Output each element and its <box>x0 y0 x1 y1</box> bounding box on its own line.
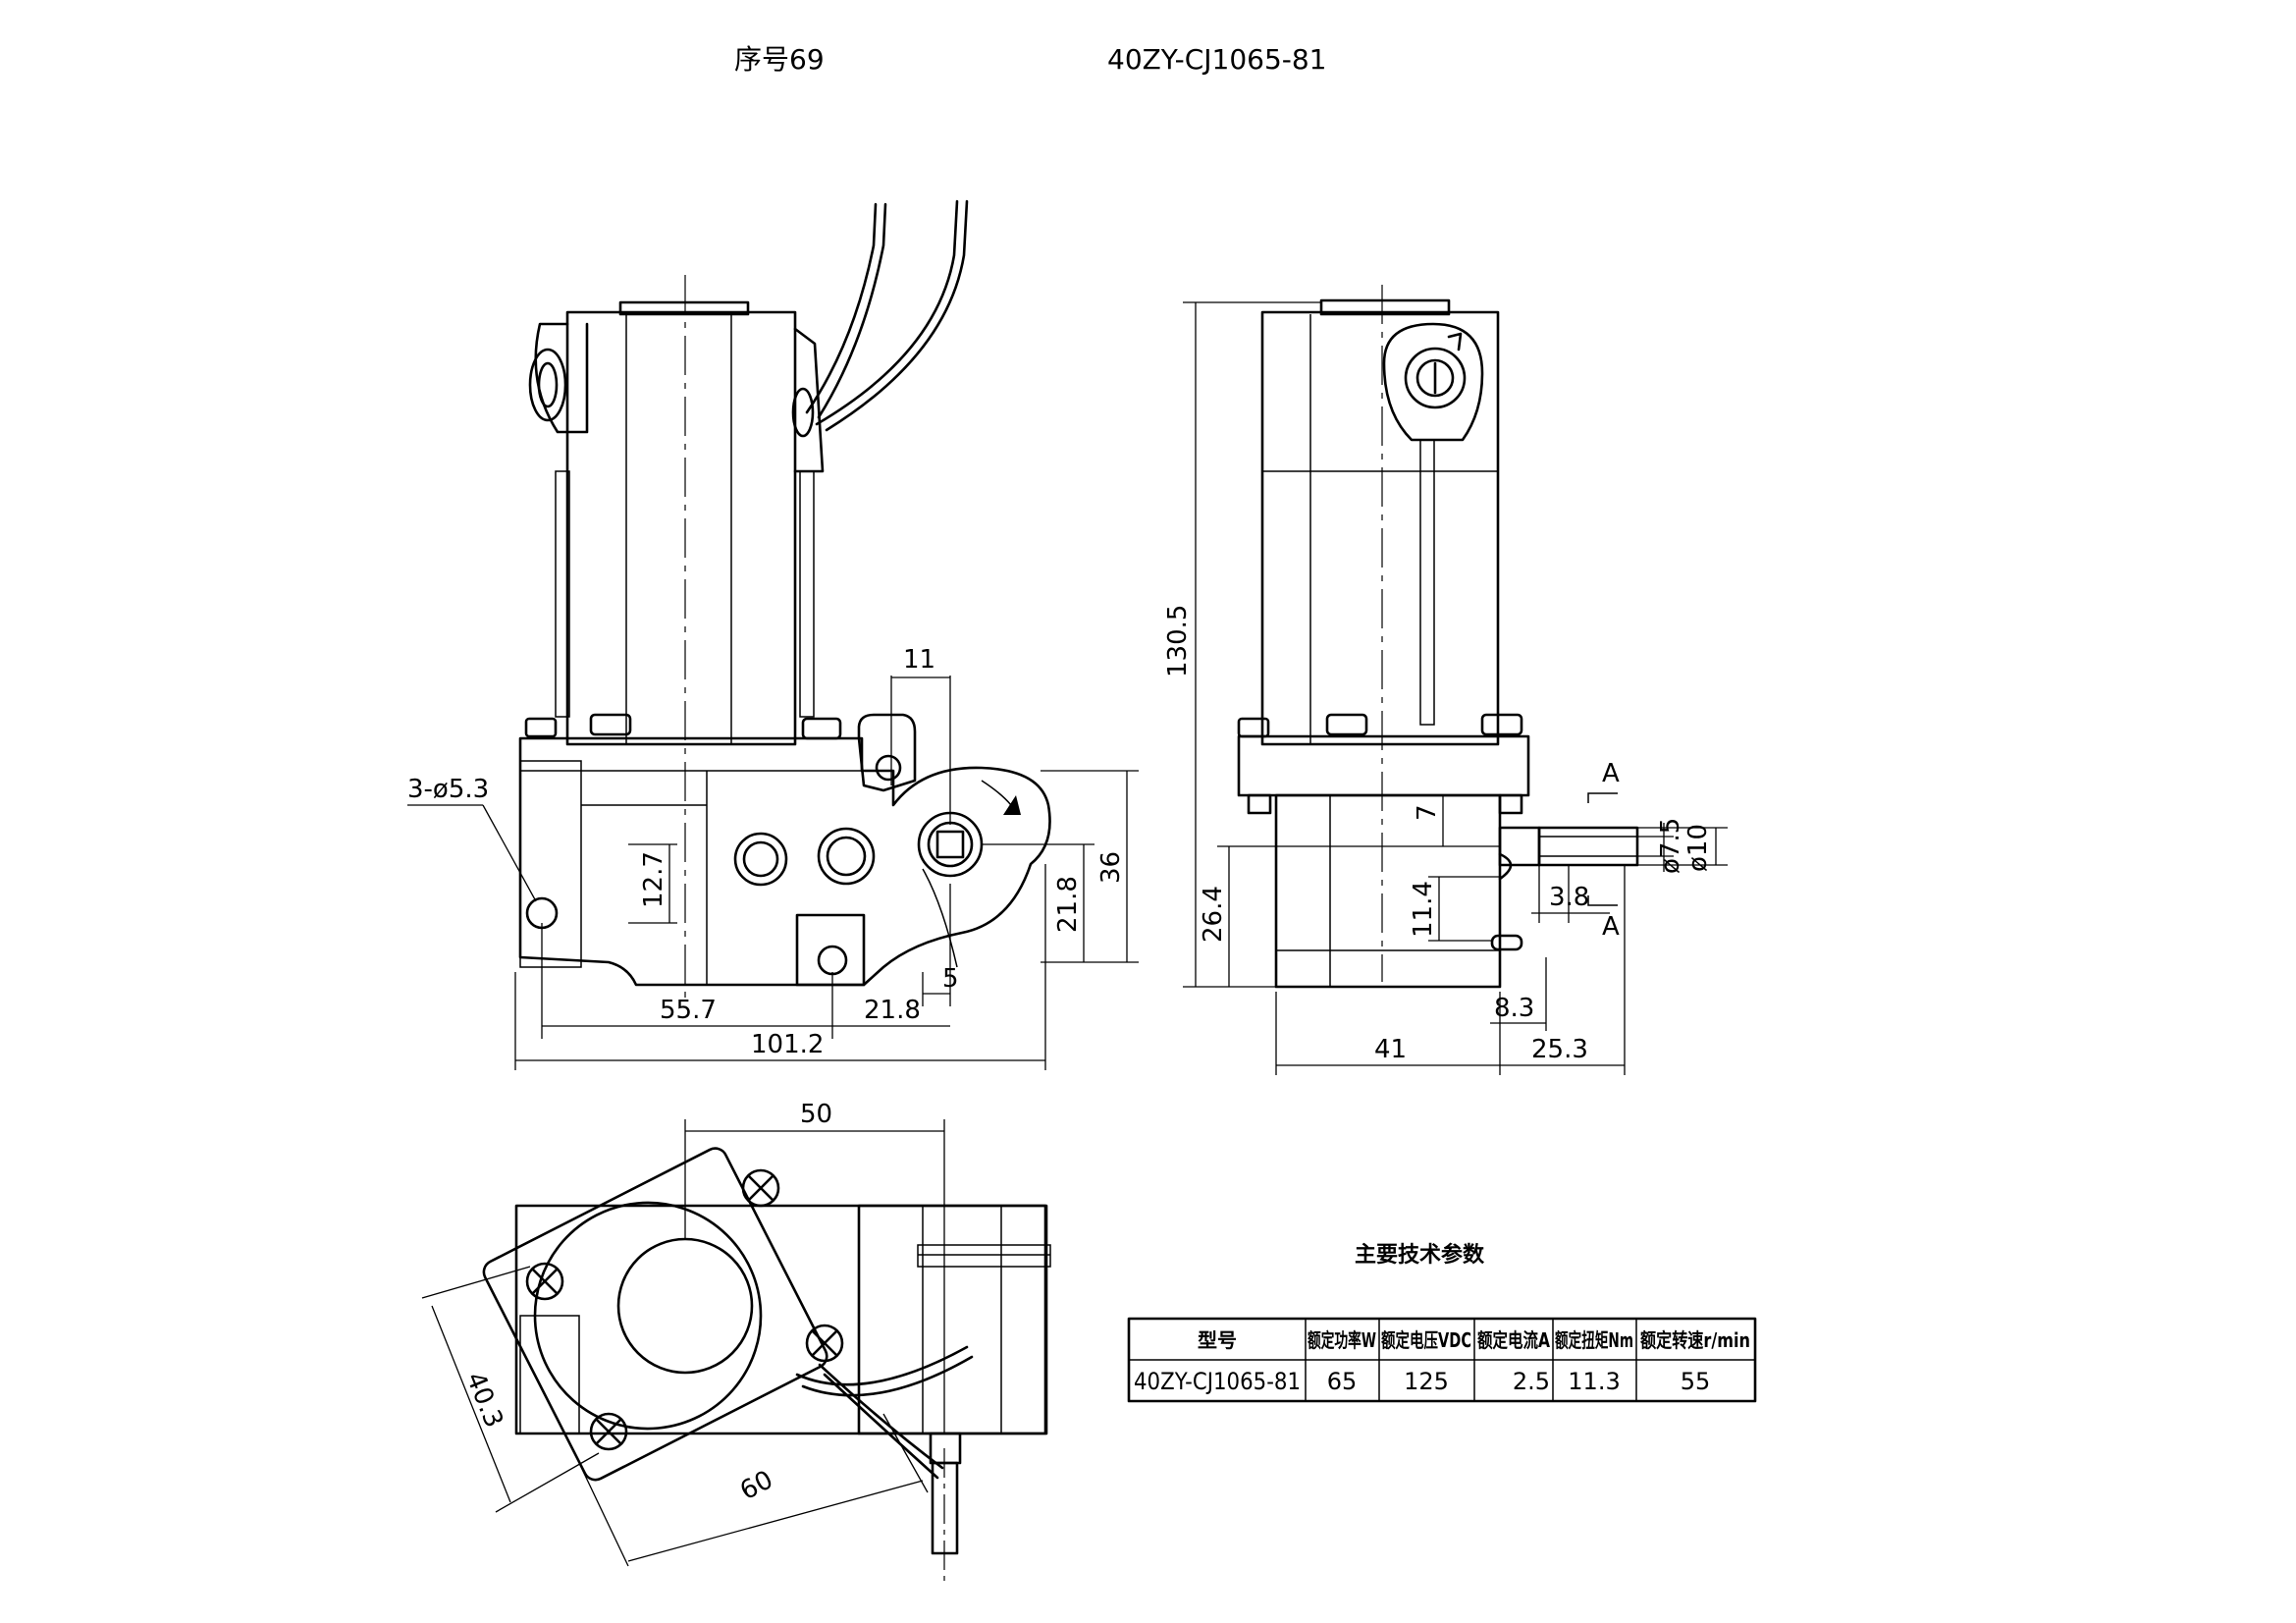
dim-130-5: 130.5 <box>1163 605 1193 677</box>
th-voltage: 额定电压VDC <box>1381 1328 1471 1352</box>
dim-101-2: 101.2 <box>751 1030 824 1059</box>
front-view <box>518 199 1051 1001</box>
spec-table-title: 主要技术参数 <box>1355 1242 1485 1268</box>
td-current: 2.5 <box>1513 1368 1550 1395</box>
front-dimensions: 11 12.7 36 21.8 5 55.7 21.8 101.2 3-ø5.3 <box>407 645 1139 1070</box>
dim-8-3: 8.3 <box>1494 994 1534 1023</box>
dim-12-7: 12.7 <box>639 851 668 908</box>
dim-21-8-v: 21.8 <box>1053 876 1083 933</box>
spec-table: 主要技术参数 型号 额定功率W 额定电压VDC 额定电流A 额定扭矩Nm 额定转… <box>1127 1242 1757 1403</box>
dim-hole-spec: 3-ø5.3 <box>407 775 489 804</box>
th-current: 额定电流A <box>1477 1328 1550 1352</box>
dim-7: 7 <box>1413 804 1442 821</box>
section-a-top: A <box>1602 759 1620 788</box>
section-a-bottom: A <box>1602 912 1620 942</box>
dim-60: 60 <box>735 1465 777 1506</box>
th-power: 额定功率W <box>1308 1328 1376 1352</box>
dim-36: 36 <box>1096 851 1126 884</box>
dim-40-3: 40.3 <box>460 1368 509 1432</box>
td-voltage: 125 <box>1404 1368 1449 1395</box>
dim-25-3: 25.3 <box>1531 1035 1588 1064</box>
dim-3-8: 3.8 <box>1549 883 1589 912</box>
td-torque: 11.3 <box>1568 1368 1620 1395</box>
dim-50: 50 <box>800 1100 832 1129</box>
dim-10: ø10 <box>1683 824 1713 872</box>
top-view <box>482 1147 1051 1583</box>
th-torque: 额定扭矩Nm <box>1555 1328 1633 1352</box>
side-view: A A <box>1237 285 1639 989</box>
dim-5: 5 <box>942 964 959 994</box>
top-dimensions: 50 40.3 60 <box>421 1100 945 1567</box>
th-model: 型号 <box>1198 1328 1237 1352</box>
flange-screws <box>525 1168 844 1451</box>
header-model: 40ZY-CJ1065-81 <box>1107 43 1327 76</box>
td-speed: 55 <box>1681 1368 1711 1395</box>
side-dimensions: 130.5 26.4 7 11.4 3.8 ø7.5 ø10 41 25.3 8… <box>1163 301 1728 1075</box>
dim-11-4: 11.4 <box>1409 881 1438 938</box>
td-model: 40ZY-CJ1065-81 <box>1134 1368 1301 1395</box>
dim-26-4: 26.4 <box>1199 886 1228 943</box>
dim-11: 11 <box>903 645 935 675</box>
th-speed: 额定转速r/min <box>1640 1328 1750 1352</box>
td-power: 65 <box>1327 1368 1358 1395</box>
dim-55-7: 55.7 <box>660 996 717 1025</box>
header-seq: 序号69 <box>734 43 825 76</box>
dim-21-8-h: 21.8 <box>864 996 921 1025</box>
dim-41: 41 <box>1374 1035 1407 1064</box>
